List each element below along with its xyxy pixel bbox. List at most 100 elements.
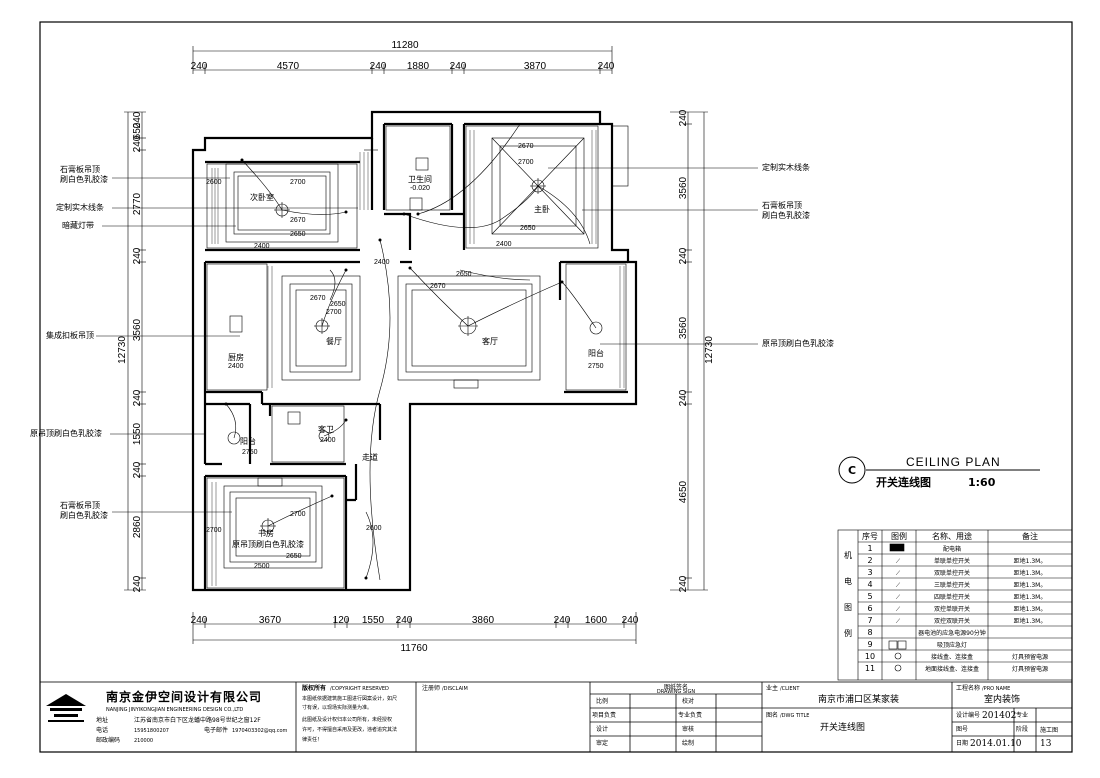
level-label: 2670 xyxy=(518,143,534,150)
legend-row-name: 三联单控开关 xyxy=(934,581,970,589)
level-label: 2650 xyxy=(520,225,536,232)
dim-label: 240 xyxy=(132,461,143,478)
sign-en: DRAWING SIGN xyxy=(657,689,695,695)
project-name: 室内装饰 xyxy=(984,693,1020,705)
level-label: 2400 xyxy=(496,241,512,248)
dim-label: 240 xyxy=(678,109,689,126)
dim-label: 240 xyxy=(132,247,143,264)
sign-cell: 专业负责 xyxy=(678,711,702,719)
dim-label: 120 xyxy=(333,615,350,626)
right-total-dim: 12730 xyxy=(704,336,715,364)
top-dimensions xyxy=(192,46,613,74)
legend-row-no: 9 xyxy=(867,640,872,649)
room-label: 主卧 xyxy=(534,204,550,214)
ceiling-details xyxy=(223,137,585,569)
dim-label: 240 xyxy=(132,575,143,592)
copyright-text: 本图纸依据建筑施工图进行図案设计，如尺 xyxy=(302,695,397,702)
legend-row-no: 5 xyxy=(867,592,872,601)
sign-cell: 审定 xyxy=(596,739,608,747)
legend-row-no: 11 xyxy=(865,664,875,673)
email: 1970403302@qq.com xyxy=(232,728,288,734)
legend-side-label: 机 xyxy=(844,550,852,560)
dim-label: 240 xyxy=(132,135,143,152)
leader-lines xyxy=(96,167,758,513)
title-en: CEILING PLAN xyxy=(906,455,1001,469)
top-total-dim: 11280 xyxy=(391,40,419,51)
title-block-frame xyxy=(39,681,1073,753)
legend-row-name: 地面接线盒、连接盒 xyxy=(925,665,979,673)
level-label: 2700 xyxy=(290,511,306,518)
dim-label: 4650 xyxy=(678,480,689,503)
design-no-label: 设计编号 xyxy=(956,711,980,719)
legend-row-no: 3 xyxy=(867,568,872,577)
dim-label: 4570 xyxy=(277,61,300,72)
legend-row-name: 四联单控开关 xyxy=(934,593,970,601)
annotation-left: 集成扣板吊顶 xyxy=(46,330,94,340)
legend-header-note: 备注 xyxy=(1022,531,1038,541)
level-label: 2400 xyxy=(254,243,270,250)
light-fixtures xyxy=(227,178,603,534)
dim-label: 2860 xyxy=(132,515,143,538)
sign-cell: 项目负责 xyxy=(592,711,616,719)
title-scale: 1:60 xyxy=(968,476,996,489)
level-label: 2650 xyxy=(290,231,306,238)
copyright-text: 许可，不得擅自采用及更改，违者追究其法 xyxy=(302,726,397,733)
switch-symbol-icon: ⟋ xyxy=(896,618,901,625)
switch-symbol-icon: ⟋ xyxy=(896,558,901,565)
dim-label: 3870 xyxy=(524,61,547,72)
project-label: 工程名称 xyxy=(956,684,980,692)
legend-row-note: 距地1.3M。 xyxy=(1014,617,1047,625)
sign-cell: 绘制 xyxy=(682,739,694,747)
switch-symbol-icon: ⟋ xyxy=(896,570,901,577)
switch-points xyxy=(224,158,564,580)
level-label: 2700 xyxy=(206,527,222,534)
legend-row-note: 灯具预留电源 xyxy=(1012,665,1048,673)
level-label: 2400 xyxy=(228,363,244,370)
legend-row-name: 接线盒、连接盒 xyxy=(931,653,973,661)
company-name: 南京金伊空间设计有限公司 xyxy=(106,689,262,704)
dim-label: 240 xyxy=(678,389,689,406)
room-label: 客厅 xyxy=(482,336,498,346)
level-label: 2650 xyxy=(330,301,346,308)
dim-label: 650 xyxy=(132,122,143,139)
dim-label: 3860 xyxy=(472,615,495,626)
sign-cell: 比例 xyxy=(596,697,608,705)
level-label: 2650 xyxy=(456,271,472,278)
sign-cell: 审核 xyxy=(682,725,694,733)
room-label: 阳台 xyxy=(588,348,604,358)
dim-label: 240 xyxy=(678,575,689,592)
dim-label: 240 xyxy=(132,389,143,406)
hatch-areas xyxy=(211,130,625,586)
stage: 施工图 xyxy=(1040,726,1058,734)
level-label: 2750 xyxy=(588,363,604,370)
floor-plan-walls xyxy=(191,110,638,592)
room-note: 原吊顶刷白色乳胶漆 xyxy=(232,539,304,549)
post: 210000 xyxy=(134,738,153,744)
legend-row-note: 距地1.3M。 xyxy=(1014,593,1047,601)
legend-row-no: 10 xyxy=(865,652,875,661)
left-dimensions xyxy=(124,111,146,591)
annotation-right: 石膏板吊顶 xyxy=(762,200,802,210)
legend-row-note: 距地1.3M。 xyxy=(1014,557,1047,565)
annotation-left: 石膏板吊顶 xyxy=(60,164,100,174)
legend-side-label: 例 xyxy=(844,628,852,638)
room-label: 卫生间 xyxy=(408,174,432,184)
client-label: 业主 xyxy=(766,684,778,692)
legend-row-no: 6 xyxy=(867,604,872,613)
copyright-text: 此图纸及设计权归本公司所有，未经授权 xyxy=(302,716,392,723)
address-label: 地址 xyxy=(96,716,108,724)
email-label: 电子邮件 xyxy=(204,726,228,734)
switch-symbol-icon: ⟋ xyxy=(896,594,901,601)
left-total-dim: 12730 xyxy=(117,336,128,364)
sign-cell: 校对 xyxy=(682,697,694,705)
room-label: 次卧室 xyxy=(250,192,274,202)
level-label: 2700 xyxy=(326,309,342,316)
dim-label: 1600 xyxy=(585,615,608,626)
legend-header-symbol: 图例 xyxy=(891,531,907,541)
room-label: 客卫 xyxy=(318,424,334,434)
drawing-number: 13 xyxy=(1040,739,1052,749)
annotation-left: 刷白色乳胶漆 xyxy=(60,510,108,520)
legend-row-no: 7 xyxy=(867,616,872,625)
room-label: 走道 xyxy=(362,452,378,462)
dim-label: 240 xyxy=(191,615,208,626)
